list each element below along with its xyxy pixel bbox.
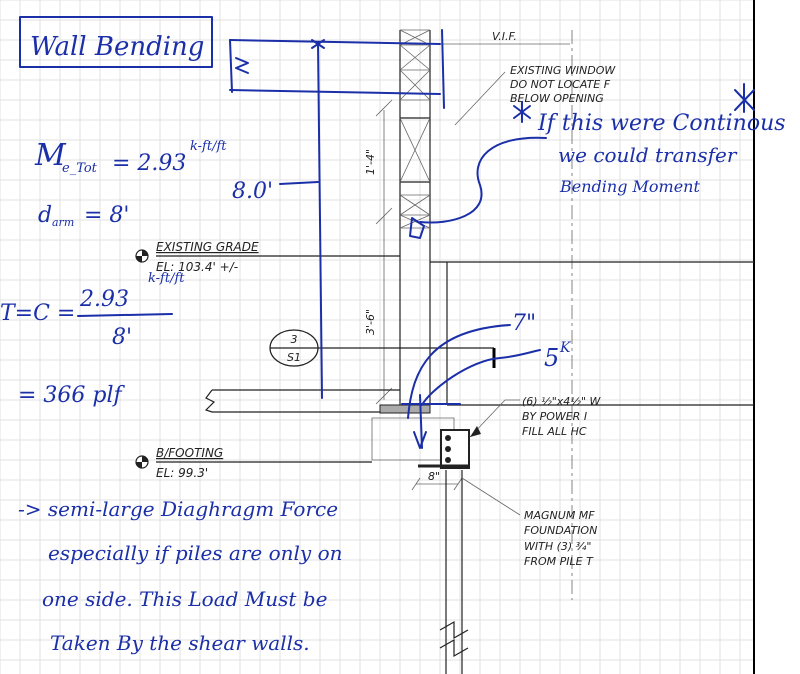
vif-label: V.I.F. xyxy=(492,30,517,43)
grade-elevation: EL: 103.4' +/- xyxy=(156,260,238,274)
darm-subscript: arm xyxy=(52,216,74,229)
tc-numerator: 2.93 xyxy=(79,287,129,312)
window-header-hatch xyxy=(399,29,431,101)
footing-elevation: EL: 99.3' xyxy=(156,466,208,480)
moment-symbol: M xyxy=(34,138,67,173)
diaphragm-note-3: one side. This Load Must be xyxy=(42,587,327,611)
result-366plf: = 366 plf xyxy=(18,383,126,408)
magnum-leader xyxy=(461,477,521,516)
seven-inch: 7" xyxy=(512,311,536,336)
continuous-note-1: If this were Continous xyxy=(537,111,786,136)
tc-numerator-unit: k-ft/ft xyxy=(148,271,185,286)
magnum-note-2: FOUNDATION xyxy=(524,524,597,537)
dim-8in: 8" xyxy=(428,470,440,483)
darm-symbol: d xyxy=(38,203,52,228)
background-grid xyxy=(0,0,754,674)
tc-label: T=C = xyxy=(0,301,75,326)
asterisk-mark xyxy=(513,101,531,123)
moment-unit: k-ft/ft xyxy=(190,139,227,154)
moment-value: = 2.93 xyxy=(112,151,186,176)
hand-markup: Wall Bending M e_Tot = 2.93 k-ft/ft d ar… xyxy=(0,16,786,655)
title-wall-bending: Wall Bending xyxy=(30,32,204,62)
five-kip: 5 xyxy=(544,344,559,372)
window-sill-hatch xyxy=(399,194,431,229)
grade-label: EXISTING GRADE xyxy=(156,240,259,254)
window-note-2: DO NOT LOCATE F xyxy=(510,78,611,91)
title-box xyxy=(19,16,213,68)
footing xyxy=(371,417,470,469)
continuous-note-3: Bending Moment xyxy=(559,177,700,196)
magnum-note-1: MAGNUM MF xyxy=(524,509,595,522)
section-sheet: S1 xyxy=(287,351,301,364)
magnum-note-3: WITH (3) ¾" xyxy=(524,540,591,553)
tc-denominator: 8' xyxy=(112,325,132,350)
grade-marker xyxy=(135,249,149,263)
darm-value: = 8' xyxy=(84,203,129,228)
bolt-note-3: FILL ALL HC xyxy=(522,425,587,438)
slab xyxy=(204,389,431,414)
five-kip-unit: K xyxy=(559,340,572,356)
footing-label: B/FOOTING xyxy=(156,446,223,460)
bolt-note-2: BY POWER I xyxy=(522,410,587,423)
dim-3ft-6in: 3'-6" xyxy=(364,309,377,335)
height-8ft: 8.0' xyxy=(232,179,273,204)
moment-subscript: e_Tot xyxy=(62,161,98,176)
x-mark xyxy=(734,83,755,113)
section-number: 3 xyxy=(291,333,298,346)
diaphragm-note-1: -> semi-large Diaghragm Force xyxy=(18,497,338,521)
pile xyxy=(439,470,469,674)
window-note-1: EXISTING WINDOW xyxy=(510,64,616,77)
window-note-3: BELOW OPENING xyxy=(510,92,604,105)
continuous-note-2: we could transfer xyxy=(558,143,738,167)
window-opening xyxy=(399,117,431,183)
diaphragm-note-2: especially if piles are only on xyxy=(48,541,343,565)
window-leader xyxy=(454,71,506,126)
dim-1ft-4in: 1'-4" xyxy=(364,149,377,175)
magnum-note-4: FROM PILE T xyxy=(524,555,594,568)
force-arrow xyxy=(413,431,427,449)
bolt-note-1: (6) ½"x4½" W xyxy=(522,395,602,408)
diaphragm-note-4: Taken By the shear walls. xyxy=(50,631,310,655)
footing-marker xyxy=(135,455,149,469)
lever-arm-line xyxy=(317,41,323,399)
